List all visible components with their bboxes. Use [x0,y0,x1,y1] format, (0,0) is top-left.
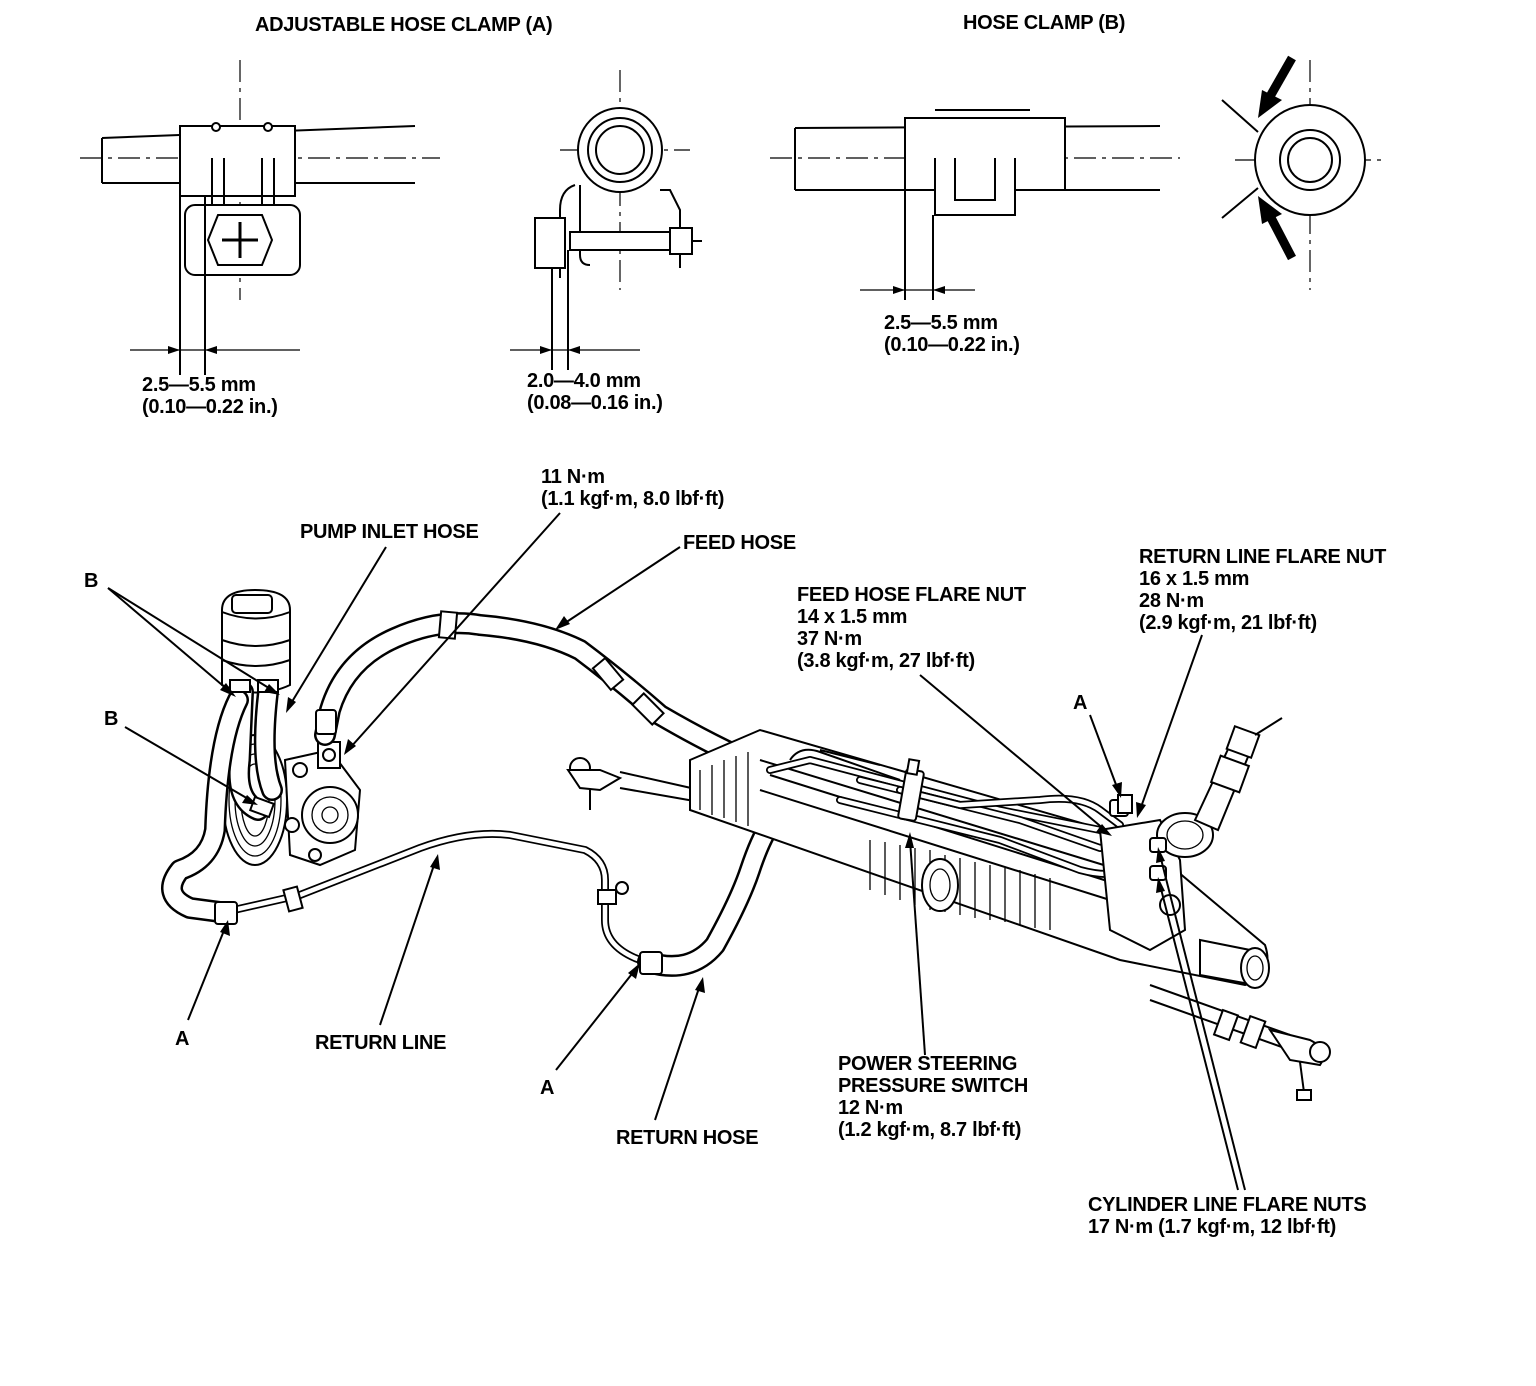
leader-lines [107,512,1246,1191]
clamp-a-left-label: A [175,1028,190,1050]
dimension-in: (0.10—0.22 in.) [884,334,1020,356]
dimension-mm: 2.0—4.0 mm [527,370,641,392]
feed-hose-flare-nut-label: FEED HOSE FLARE NUT 14 x 1.5 mm 37 N·m (… [797,584,1026,672]
pump-inlet-hose-label: PUMP INLET HOSE [300,521,479,543]
dimension-mm: 2.5—5.5 mm [884,312,998,334]
part-name: RETURN LINE FLARE NUT [1139,546,1387,568]
thread-size: 16 x 1.5 mm [1139,568,1250,590]
clamp-a-side-view [510,70,702,370]
clamp-b-gap-dimension: 2.5—5.5 mm (0.10—0.22 in.) [884,312,1020,356]
return-line-flare-nut-label: RETURN LINE FLARE NUT 16 x 1.5 mm 28 N·m… [1139,546,1386,634]
torque-value: 17 N·m (1.7 kgf·m, 12 lbf·ft) [1088,1216,1336,1238]
cylinder-line-flare-nuts-label: CYLINDER LINE FLARE NUTS 17 N·m (1.7 kgf… [1088,1194,1367,1238]
torque-value: 11 N·m [541,466,605,488]
pump-bolt-torque-label: 11 N·m (1.1 kgf·m, 8.0 lbf·ft) [541,466,724,510]
part-name: FEED HOSE FLARE NUT [797,584,1026,606]
torque-value: 28 N·m [1139,590,1204,612]
torque-value: 12 N·m [838,1097,903,1119]
clamp-b-title: HOSE CLAMP (B) [963,12,1126,34]
clamp-b-lower-label: B [104,708,119,730]
clamp-a-right-label: A [1073,692,1088,714]
clamp-b-upper-label: B [84,570,99,592]
clamp-a-gap-dimension: 2.5—5.5 mm (0.10—0.22 in.) [142,374,278,418]
torque-detail: (1.2 kgf·m, 8.7 lbf·ft) [838,1119,1022,1141]
thread-size: 14 x 1.5 mm [797,606,908,628]
label-line-2: PRESSURE SWITCH [838,1075,1028,1097]
steering-gearbox [689,717,1283,989]
right-tie-rod [1149,984,1331,1101]
dimension-in: (0.10—0.22 in.) [142,396,278,418]
dimension-in: (0.08—0.16 in.) [527,392,663,414]
feed-hose-label: FEED HOSE [683,532,796,554]
torque-detail: (3.8 kgf·m, 27 lbf·ft) [797,650,975,672]
pressure-switch-label: POWER STEERING PRESSURE SWITCH 12 N·m (1… [838,1053,1028,1141]
torque-detail: (1.1 kgf·m, 8.0 lbf·ft) [541,488,725,510]
part-name: CYLINDER LINE FLARE NUTS [1088,1194,1367,1216]
return-hose-label: RETURN HOSE [616,1127,759,1149]
main-assembly [161,588,1331,1101]
label-line-1: POWER STEERING [838,1053,1018,1075]
clamp-a-title: ADJUSTABLE HOSE CLAMP (A) [255,14,553,36]
dimension-mm: 2.5—5.5 mm [142,374,256,396]
clamp-a-front-view [80,60,440,375]
torque-value: 37 N·m [797,628,862,650]
return-line-label: RETURN LINE [315,1032,447,1054]
clamp-b-side-view [1221,55,1385,290]
reservoir [221,588,291,694]
clamp-b-front-view [770,109,1180,300]
torque-detail: (2.9 kgf·m, 21 lbf·ft) [1139,612,1317,634]
clamp-a-middle-label: A [540,1077,555,1099]
clamp-a-side-dimension: 2.0—4.0 mm (0.08—0.16 in.) [527,370,663,414]
